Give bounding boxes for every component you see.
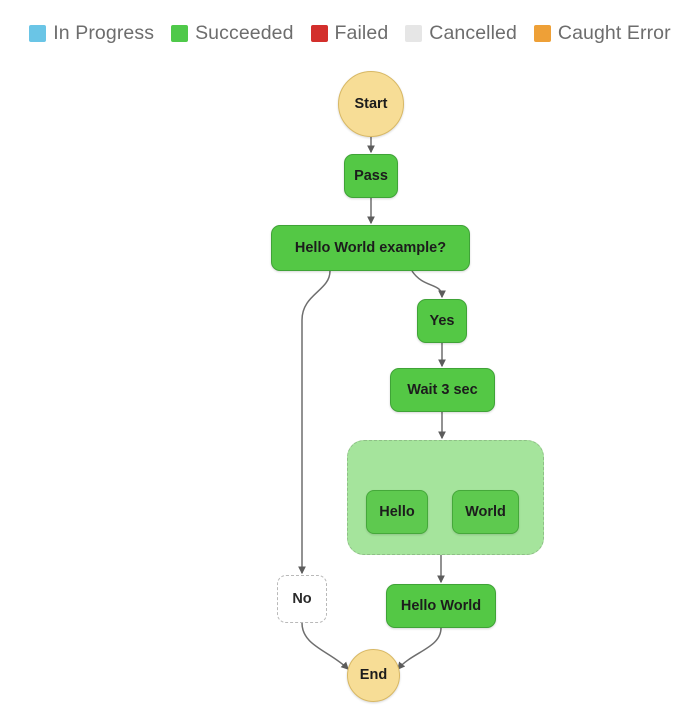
edge-helloworld-end: [397, 627, 442, 670]
node-yes[interactable]: Yes: [417, 299, 467, 343]
legend-swatch-cancelled: [405, 24, 423, 42]
node-no-label: No: [292, 590, 312, 607]
edge-no-end: [301, 622, 349, 670]
legend-label-caught-error: Caught Error: [557, 21, 671, 44]
node-end-label: End: [359, 667, 388, 684]
legend-swatch-in-progress: [29, 24, 47, 42]
legend-item-caught-error: Caught Error: [533, 21, 671, 45]
node-hello[interactable]: Hello: [366, 490, 428, 534]
node-wait-label: Wait 3 sec: [407, 381, 478, 398]
node-start-label: Start: [354, 95, 388, 112]
node-choice-label: Hello World example?: [294, 239, 447, 256]
node-yes-label: Yes: [429, 312, 455, 329]
node-wait-3-sec[interactable]: Wait 3 sec: [390, 368, 495, 412]
legend-item-cancelled: Cancelled: [405, 22, 517, 45]
node-world-label: World: [465, 503, 506, 520]
legend-item-succeeded: Succeeded: [171, 22, 293, 45]
legend-item-failed: Failed: [310, 21, 389, 45]
edge-choice-no: [298, 270, 331, 575]
legend-item-in-progress: In Progress: [29, 22, 154, 45]
node-hello-world-label: Hello World: [400, 597, 482, 614]
status-legend: In Progress Succeeded Failed Cancelled C…: [0, 0, 700, 62]
legend-label-failed: Failed: [334, 21, 389, 44]
node-choice-hello-world-example[interactable]: Hello World example?: [271, 225, 470, 271]
legend-swatch-succeeded: [171, 24, 189, 42]
graph-canvas: Start Pass Hello World example? Yes Wait…: [0, 58, 700, 722]
legend-label-in-progress: In Progress: [53, 21, 155, 44]
node-no[interactable]: No: [277, 575, 327, 623]
legend-label-succeeded: Succeeded: [195, 21, 294, 44]
node-pass-label: Pass: [354, 167, 388, 184]
legend-swatch-caught-error: [533, 24, 551, 42]
node-start[interactable]: Start: [338, 71, 404, 137]
edge-choice-yes: [411, 270, 446, 299]
node-hello-label: Hello: [379, 503, 415, 520]
node-pass[interactable]: Pass: [344, 154, 398, 198]
node-end[interactable]: End: [347, 649, 400, 702]
legend-label-cancelled: Cancelled: [429, 21, 517, 44]
node-world[interactable]: World: [452, 490, 519, 534]
legend-swatch-failed: [310, 24, 328, 42]
node-hello-world[interactable]: Hello World: [386, 584, 496, 628]
